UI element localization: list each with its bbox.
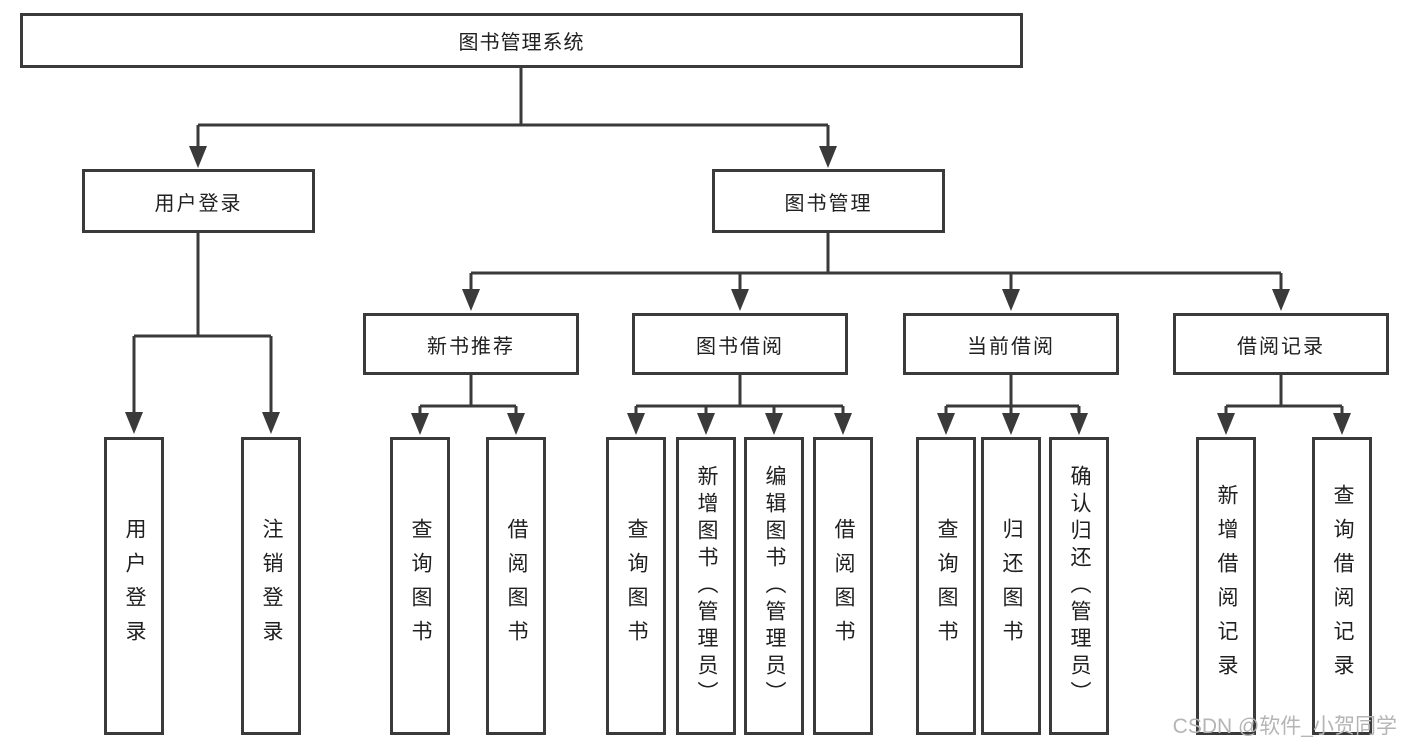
branch-node-user-login: 用户登录	[82, 169, 315, 233]
arrowhead-icon	[462, 289, 480, 311]
branch-node-label: 图书管理	[784, 192, 873, 215]
category-node-label: 新书推荐	[427, 335, 515, 358]
leaf-node-label: 查询图书	[409, 518, 432, 654]
arrowhead-icon	[765, 413, 783, 435]
leaf-node-user-login: 用户登录	[104, 437, 164, 735]
leaf-node-add-borrow-record: 新增借阅记录	[1196, 437, 1256, 735]
leaf-node-borrow-books: 借阅图书	[813, 437, 873, 735]
category-node-current-borrow: 当前借阅	[903, 313, 1119, 375]
category-node-book-borrow: 图书借阅	[632, 313, 848, 375]
connector-current-to-leaves	[937, 375, 1088, 435]
leaf-node-return-books: 归还图书	[981, 437, 1041, 735]
leaf-node-query-books: 查询图书	[606, 437, 666, 735]
root-node-label: 图书管理系统	[458, 32, 585, 54]
category-node-label: 图书借阅	[696, 335, 784, 358]
category-node-label: 当前借阅	[967, 335, 1055, 358]
leaf-node-label: 确认归还（管理员）	[1068, 464, 1091, 708]
leaf-node-label: 新增借阅记录	[1215, 484, 1238, 688]
arrowhead-icon	[507, 413, 525, 435]
leaf-node-label: 归还图书	[1000, 518, 1023, 654]
connector-records-to-leaves	[1217, 375, 1351, 435]
arrowhead-icon	[189, 146, 207, 168]
connector-bookmgmt-to-categories	[462, 233, 1290, 311]
leaf-node-label: 查询图书	[625, 518, 648, 654]
arrowhead-icon	[731, 289, 749, 311]
leaf-node-label: 查询图书	[935, 518, 958, 654]
category-node-borrow-records: 借阅记录	[1173, 313, 1389, 375]
connector-userlogin-to-leaves	[125, 233, 280, 434]
arrowhead-icon	[627, 413, 645, 435]
leaf-node-query-borrow-record: 查询借阅记录	[1312, 437, 1372, 735]
leaf-node-label: 注销登录	[260, 518, 283, 654]
leaf-node-borrow-books: 借阅图书	[486, 437, 546, 735]
arrowhead-icon	[1002, 289, 1020, 311]
leaf-node-confirm-return-admin: 确认归还（管理员）	[1049, 437, 1109, 735]
arrowhead-icon	[1333, 413, 1351, 435]
leaf-node-label: 借阅图书	[505, 518, 528, 654]
leaf-node-label: 编辑图书（管理员）	[763, 464, 786, 708]
arrowhead-icon	[697, 413, 715, 435]
leaf-node-logout: 注销登录	[241, 437, 301, 735]
category-node-label: 借阅记录	[1237, 335, 1325, 358]
arrowhead-icon	[262, 412, 280, 434]
connector-borrow-to-leaves	[627, 375, 852, 435]
leaf-node-label: 查询借阅记录	[1331, 484, 1354, 688]
leaf-node-query-books: 查询图书	[390, 437, 450, 735]
leaf-node-edit-books-admin: 编辑图书（管理员）	[744, 437, 804, 735]
leaf-node-label: 借阅图书	[832, 518, 855, 654]
arrowhead-icon	[1217, 413, 1235, 435]
leaf-node-label: 用户登录	[123, 518, 146, 654]
leaf-node-label: 新增图书（管理员）	[695, 464, 718, 708]
watermark: CSDN @软件_小贺同学	[1172, 715, 1397, 738]
branch-node-label: 用户登录	[154, 192, 243, 215]
arrowhead-icon	[1272, 289, 1290, 311]
connector-root-to-branches	[189, 68, 837, 168]
arrowhead-icon	[1070, 413, 1088, 435]
arrowhead-icon	[1002, 413, 1020, 435]
arrowhead-icon	[819, 146, 837, 168]
connector-newbooks-to-leaves	[411, 375, 525, 435]
arrowhead-icon	[937, 413, 955, 435]
branch-node-book-management: 图书管理	[712, 169, 945, 233]
arrowhead-icon	[411, 413, 429, 435]
leaf-node-query-books: 查询图书	[916, 437, 976, 735]
category-node-new-book-recommend: 新书推荐	[363, 313, 579, 375]
leaf-node-add-books-admin: 新增图书（管理员）	[676, 437, 736, 735]
arrowhead-icon	[125, 412, 143, 434]
root-node-system: 图书管理系统	[20, 13, 1023, 68]
arrowhead-icon	[834, 413, 852, 435]
